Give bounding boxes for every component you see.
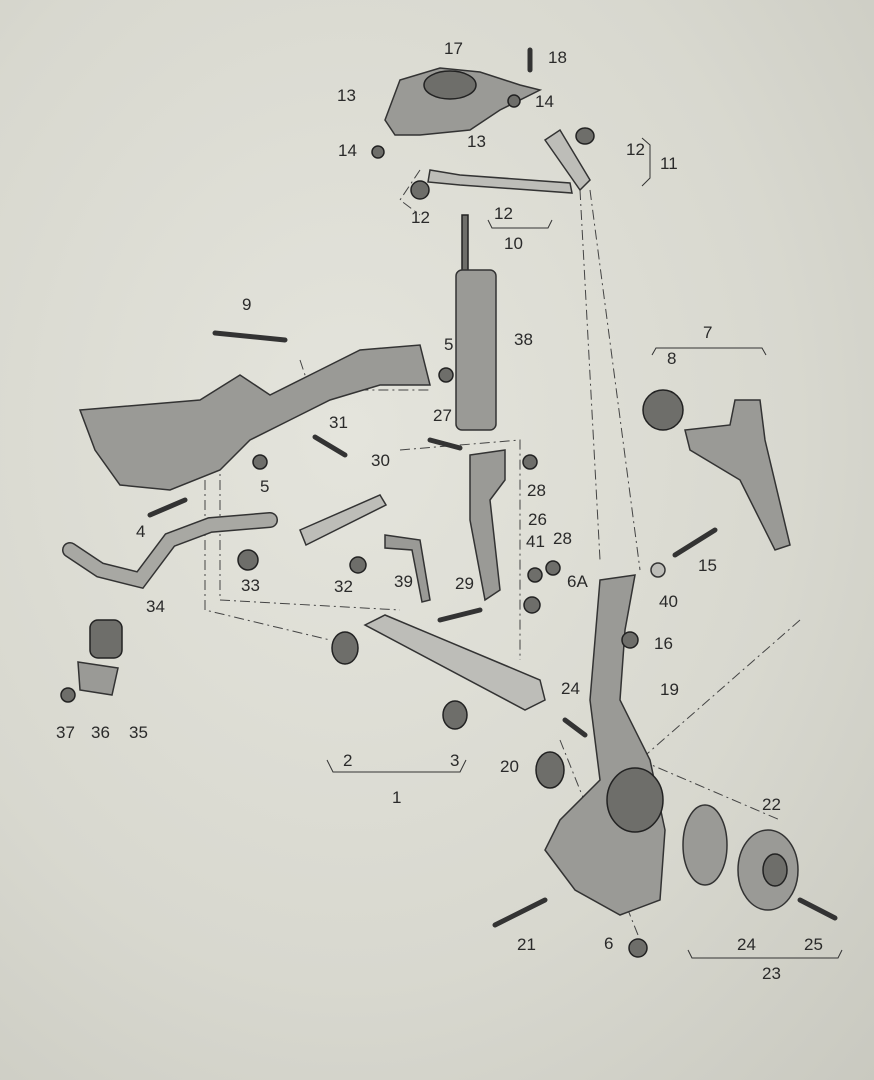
label-13: 13 [337,86,356,105]
nuts [60,94,666,958]
part-labels: 17 18 13 14 13 12 11 14 12 12 10 9 7 8 5… [56,39,823,983]
strut-mount-bearing [423,70,477,100]
label-24b: 24 [737,935,756,954]
label-15: 15 [698,556,717,575]
shock-rod [461,214,469,276]
label-18: 18 [548,48,567,67]
label-2: 2 [343,751,352,770]
label-38: 38 [514,330,533,349]
upper-link-front [427,169,573,194]
label-12b: 12 [411,208,430,227]
label-21: 21 [517,935,536,954]
label-25: 25 [804,935,823,954]
arm-bushing-front [331,631,359,665]
label-13b: 13 [467,132,486,151]
label-14b: 14 [338,141,357,160]
label-9: 9 [242,295,251,314]
label-7: 7 [703,323,712,342]
shock-absorber [455,269,497,431]
upper-link-rear [543,128,591,192]
label-10: 10 [504,234,523,253]
label-6: 6 [604,934,613,953]
bushing-clamp [77,661,119,696]
label-5b: 5 [260,477,269,496]
upper-arm [684,399,791,551]
label-3: 3 [450,751,459,770]
label-30: 30 [371,451,390,470]
label-19: 19 [660,680,679,699]
knuckle-bore [606,767,664,833]
stabilizer-bushing [89,619,123,659]
label-1: 1 [392,788,401,807]
label-20: 20 [500,757,519,776]
hub-center [762,853,788,887]
arm-bushing-rear [442,700,468,730]
label-28: 28 [527,481,546,500]
label-5: 5 [444,335,453,354]
label-4: 4 [136,522,145,541]
steering-knuckle [544,574,666,916]
label-40: 40 [659,592,678,611]
label-14: 14 [535,92,554,111]
label-41: 41 [526,532,545,551]
label-23: 23 [762,964,781,983]
subframe [78,344,431,491]
track-link [299,494,388,547]
label-28b: 28 [553,529,572,548]
stabilizer-bar-fill [63,513,277,588]
label-37: 37 [56,723,75,742]
label-27: 27 [433,406,452,425]
wheel-bearing [682,804,728,886]
label-31: 31 [329,413,348,432]
nut [410,180,430,200]
label-39: 39 [394,572,413,591]
label-16: 16 [654,634,673,653]
label-32: 32 [334,577,353,596]
group-brackets [326,137,843,959]
lower-control-arm [363,614,546,711]
label-29: 29 [455,574,474,593]
label-6a: 6A [567,572,588,591]
label-17: 17 [444,39,463,58]
bushing [575,127,595,145]
strut-fork [469,449,506,602]
label-11: 11 [660,154,678,173]
label-12: 12 [626,140,645,159]
label-22: 22 [762,795,781,814]
label-26: 26 [528,510,547,529]
label-35: 35 [129,723,148,742]
arm-bushing [642,389,684,431]
label-12c: 12 [494,204,513,223]
label-8: 8 [667,349,676,368]
label-34: 34 [146,597,165,616]
coupling-rod [384,534,431,603]
label-24: 24 [561,679,580,698]
label-33: 33 [241,576,260,595]
bolts [147,47,838,928]
label-36: 36 [91,723,110,742]
ball-joint [535,751,565,789]
